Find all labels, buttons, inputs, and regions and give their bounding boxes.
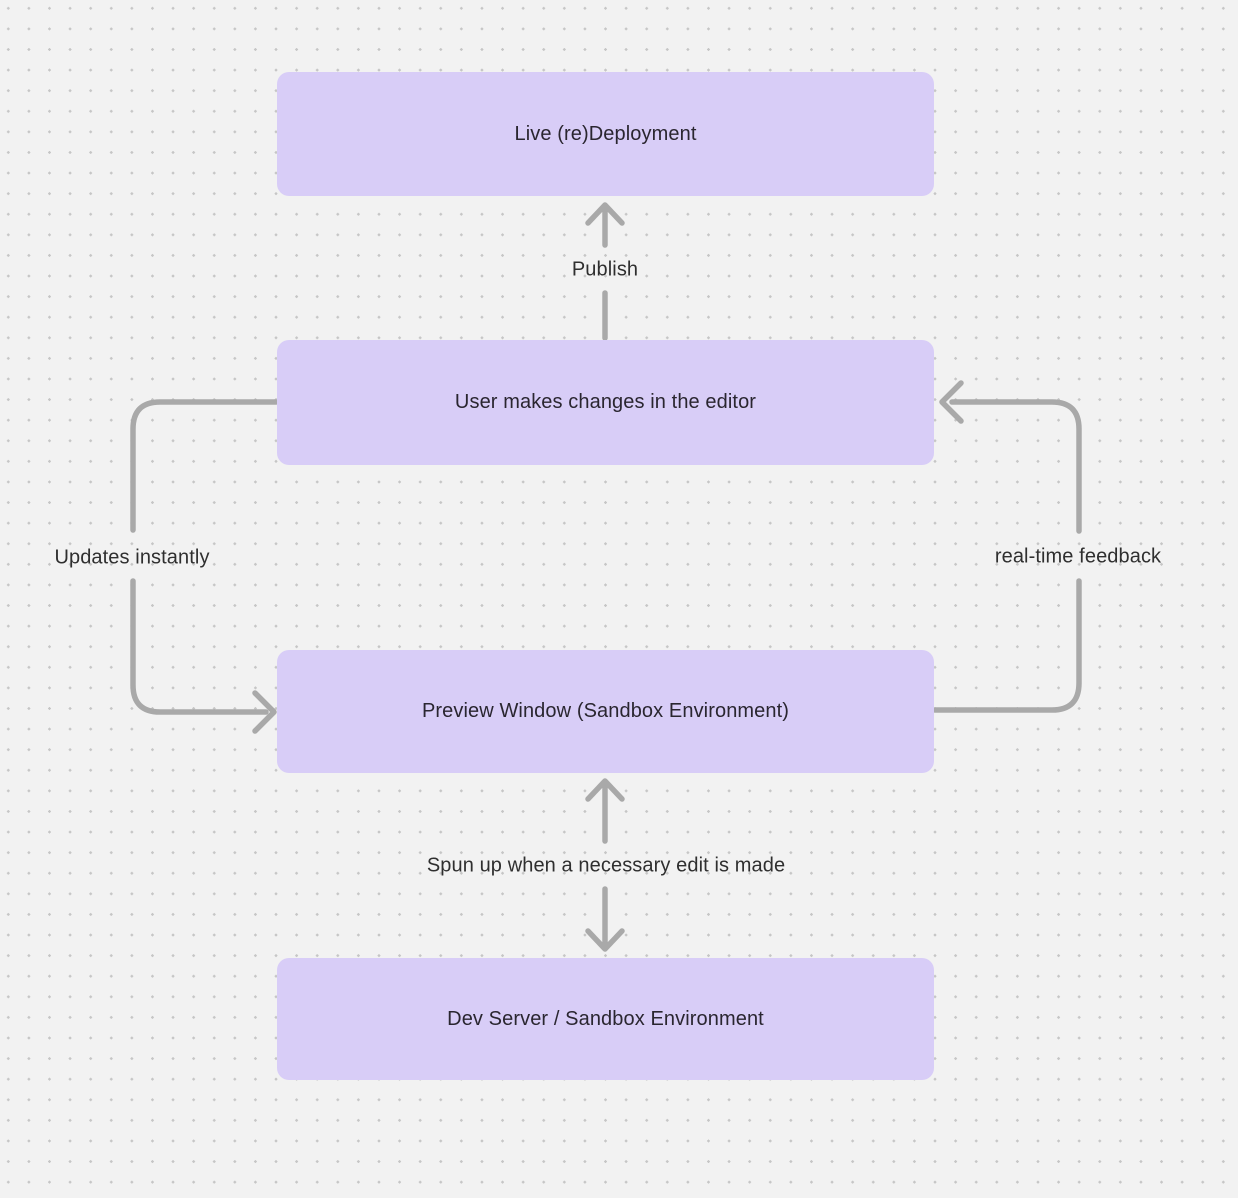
arrow-spun-up-bottom [585,886,625,952]
node-dev-server[interactable]: Dev Server / Sandbox Environment [277,958,934,1080]
node-preview-window-label: Preview Window (Sandbox Environment) [421,700,790,722]
node-preview-window[interactable]: Preview Window (Sandbox Environment) [277,650,934,773]
edge-label-spun-up: Spun up when a necessary edit is made [426,854,786,877]
edge-label-updates-instantly: Updates instantly [54,546,210,569]
node-live-deployment[interactable]: Live (re)Deployment [277,72,934,196]
edge-label-realtime-feedback: real-time feedback [994,545,1162,568]
edge-label-publish: Publish [571,258,639,281]
arrow-spun-up-top [585,778,625,844]
node-dev-server-label: Dev Server / Sandbox Environment [447,1007,764,1030]
node-user-editor[interactable]: User makes changes in the editor [277,340,934,465]
node-user-editor-label: User makes changes in the editor [454,391,757,413]
node-live-deployment-label: Live (re)Deployment [514,122,697,145]
